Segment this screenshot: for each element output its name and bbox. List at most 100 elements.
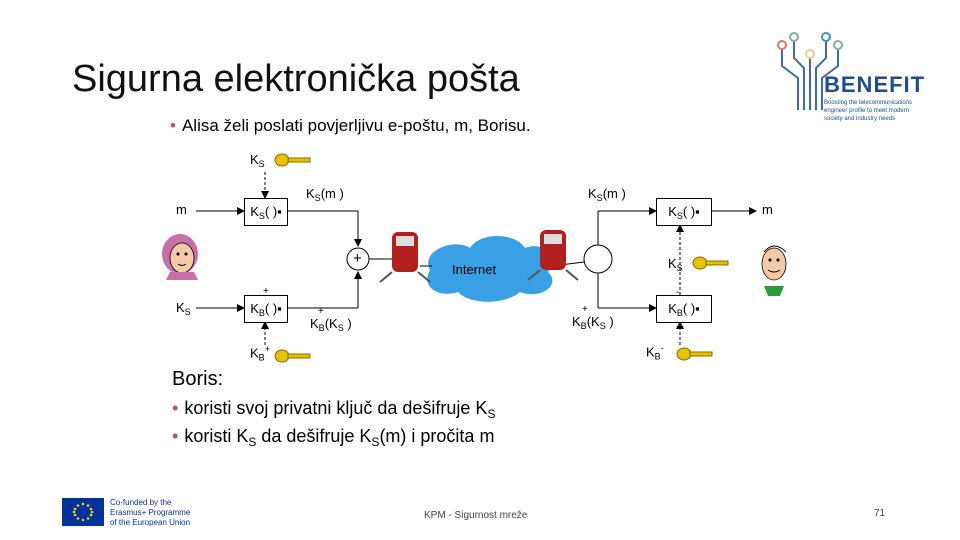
kb-encrypt-plus: +	[263, 286, 269, 297]
box-ks-encrypt-k: K	[250, 204, 259, 219]
box-kb-encrypt-k: K	[250, 301, 259, 316]
box-ks-encrypt: KS( )▪	[244, 198, 288, 226]
kb-ks-right-close: )	[605, 314, 614, 329]
kb-ks-right-sub2: S	[599, 321, 606, 331]
kb-plus-key-k: K	[250, 345, 259, 361]
benefit-tagline-2: engineer profile to meet modern	[824, 108, 910, 114]
eu-flag-icon	[62, 498, 104, 526]
box-kb-decrypt-k: K	[668, 301, 677, 316]
label-kb-ks-right: KB(KS )	[572, 314, 614, 331]
box-kb-encrypt: KB( )▪	[244, 295, 288, 323]
intro-bullet-text: Alisa želi poslati povjerljivu e-poštu, …	[181, 116, 531, 135]
boris-bullet-2-a: koristi K	[184, 426, 249, 446]
box-ks-decrypt-dot: ▪	[695, 204, 700, 219]
benefit-logo-graphic	[777, 32, 843, 110]
benefit-logo: BENEFIT Boosting the telecommunications …	[768, 28, 943, 132]
kb-ks-left-open: (K	[324, 316, 338, 331]
slide-title: Sigurna elektronička pošta	[72, 58, 520, 100]
boris-bullet-2-b: da dešifruje K	[256, 426, 372, 446]
kb-ks-left-sub2: S	[337, 323, 344, 333]
box-kb-decrypt: KB( )▪	[656, 295, 712, 323]
footer-text: KPM - Sigurnost mreže	[424, 510, 528, 521]
label-kb-plus-key: KB+	[250, 344, 270, 362]
page-number: 71	[874, 508, 886, 519]
label-kb-minus-key: KB-	[646, 343, 664, 361]
kb-ks-left-close: )	[343, 316, 352, 331]
alice-icon	[162, 234, 198, 280]
boris-bullet-1-dot: •	[172, 398, 179, 418]
ks-m-left-k: K	[306, 186, 315, 201]
ks-m-right-k: K	[588, 186, 597, 201]
kb-ks-left-sub: B	[318, 323, 325, 333]
box-ks-decrypt-k: K	[668, 204, 677, 219]
label-ks-m-left: KS(m )	[306, 186, 344, 203]
label-ks-m-right: KS(m )	[588, 186, 626, 203]
box-ks-encrypt-dot: ▪	[277, 204, 282, 219]
kb-ks-left-plus: +	[318, 306, 324, 317]
ks-m-right-sub: S	[596, 193, 603, 203]
benefit-tagline-3: society and industry needs	[824, 116, 896, 122]
label-m-boris: m	[762, 202, 773, 217]
kb-minus-key-sup: -	[660, 343, 664, 353]
box-ks-encrypt-paren: ( )	[264, 204, 278, 219]
kb-ks-right-plus: +	[582, 304, 588, 315]
internet-cloud	[427, 236, 553, 302]
eu-logo: Co-funded by the Erasmus+ Programme of t…	[62, 494, 234, 530]
ks-m-right-text: (m )	[602, 186, 626, 201]
eu-stars-icon	[72, 502, 94, 522]
label-ks-right-key: KS	[668, 256, 683, 273]
ks-alice-sub: S	[184, 307, 191, 317]
ks-alice-k: K	[176, 300, 185, 315]
boris-bullet-2-c: (m) i pročita m	[379, 426, 495, 446]
box-kb-decrypt-dot: ▪	[695, 301, 700, 316]
bullet-dot: •	[170, 116, 176, 135]
ks-right-key-k: K	[668, 256, 677, 271]
box-kb-decrypt-paren: ( )	[682, 301, 696, 316]
box-kb-encrypt-paren: ( )	[264, 301, 278, 316]
label-ks-alice: KS	[176, 300, 191, 317]
boris-bullet-2-sub-b: S	[371, 435, 380, 449]
boris-heading: Boris:	[172, 368, 224, 390]
box-ks-encrypt-sub: S	[258, 211, 265, 221]
box-kb-encrypt-sub: B	[258, 308, 265, 318]
label-ks-top: KS	[250, 152, 265, 169]
benefit-name: BENEFIT	[824, 72, 926, 97]
box-kb-encrypt-dot: ▪	[277, 301, 282, 316]
key-ks-top-icon	[274, 153, 311, 167]
intro-bullet: • Alisa želi poslati povjerljivu e-poštu,…	[170, 116, 531, 136]
kb-minus-key-sub: B	[654, 351, 661, 362]
ks-m-left-text: (m )	[320, 186, 344, 201]
kb-plus-key-sub: B	[258, 352, 265, 363]
boris-bullet-1-text: koristi svoj privatni ključ da dešifruje…	[184, 398, 488, 418]
split-node	[583, 244, 613, 274]
label-m-alice: m	[176, 202, 187, 217]
box-ks-decrypt: KS( )▪	[656, 198, 712, 226]
boris-bullet-2-dot: •	[172, 426, 179, 446]
boris-bullet-1: •koristi svoj privatni ključ da dešifruj…	[172, 398, 495, 421]
ks-top-k: K	[250, 152, 259, 167]
ks-top-sub: S	[258, 159, 265, 169]
eu-line-2: Erasmus+ Programme	[110, 508, 191, 517]
boris-bullet-2: •koristi KS da dešifruje KS(m) i pročita…	[172, 426, 494, 449]
boris-bullet-1-sub: S	[487, 407, 496, 421]
kb-plus-key-sup: +	[264, 344, 270, 354]
router-right-icon	[527, 230, 579, 281]
boris-bullet-2-sub-a: S	[248, 435, 257, 449]
benefit-tagline-1: Boosting the telecommunications	[824, 100, 913, 106]
kb-ks-left-k: K	[310, 316, 319, 331]
key-kb-plus-icon	[274, 349, 311, 363]
label-plus-node: +	[353, 250, 362, 267]
ks-right-key-sub: S	[676, 263, 683, 273]
eu-line-3: of the European Union	[110, 518, 191, 527]
box-ks-decrypt-paren: ( )	[682, 204, 696, 219]
label-internet: Internet	[452, 262, 497, 277]
label-kb-ks-left: KB(KS )	[310, 316, 352, 333]
router-left-icon	[379, 232, 431, 283]
key-ks-right-icon	[692, 256, 729, 270]
eu-line-1: Co-funded by the	[110, 498, 172, 507]
ks-m-left-sub: S	[314, 193, 321, 203]
kb-ks-right-k: K	[572, 314, 581, 329]
box-ks-decrypt-sub: S	[676, 211, 683, 221]
kb-decrypt-minus: -	[676, 287, 680, 298]
